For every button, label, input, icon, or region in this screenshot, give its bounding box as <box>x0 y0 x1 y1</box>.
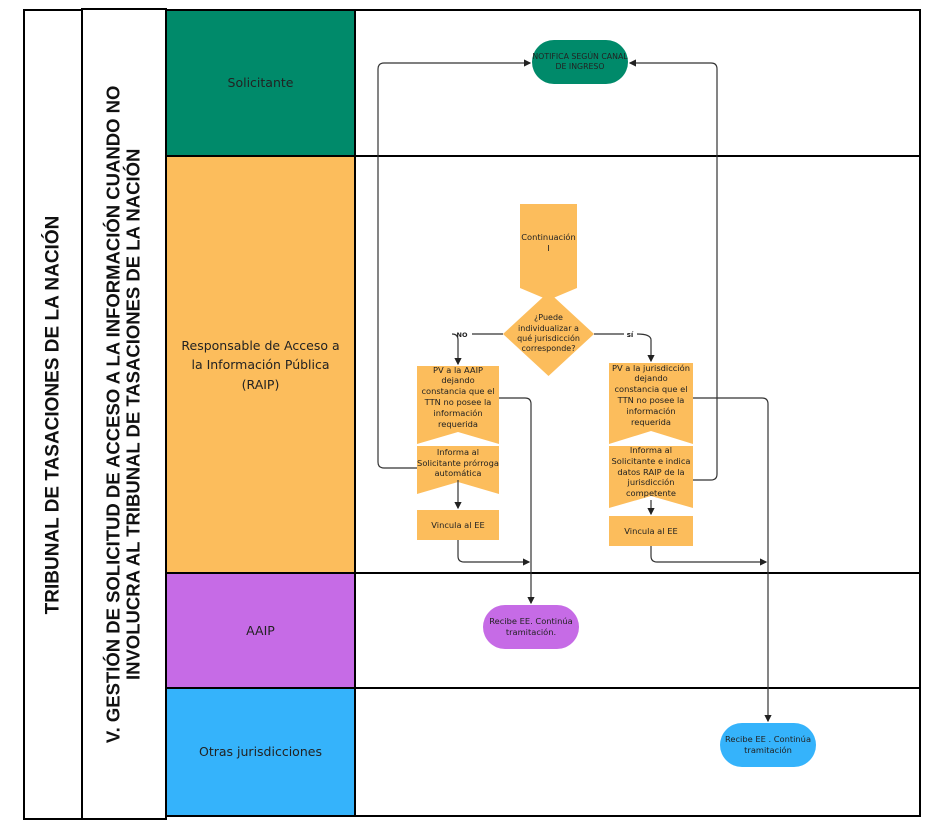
informa-prorroga-shape <box>417 446 499 494</box>
edge-prorroga-notifica <box>377 59 532 469</box>
recibe-otras-shape <box>720 723 816 767</box>
lane-label-raip: Responsable de Acceso a la Información P… <box>181 337 340 392</box>
informa-raip-shape <box>609 446 693 508</box>
node-informa-prorroga-label: Informa al Solicitante prórroga automáti… <box>417 446 499 479</box>
lane-header-raip: Responsable de Acceso a la Información P… <box>165 155 356 575</box>
node-informa-raip-label: Informa al Solicitante e indica datos RA… <box>611 445 691 499</box>
node-continuacion-label: Continuación I <box>521 232 576 253</box>
lane-body-otras <box>354 687 921 817</box>
lane-body-solicitante <box>354 9 921 157</box>
pv-aaip-shape <box>417 366 499 444</box>
node-pv-jurisdiccion: PV a la jurisdicción dejando constancia … <box>611 363 691 427</box>
node-decision-label: ¿Puede individualizar a qué jurisdicción… <box>517 313 580 354</box>
edge-decision-no <box>452 333 503 364</box>
continuacion-shape <box>520 204 577 300</box>
edge-pvaaip-recibe <box>499 397 535 605</box>
lane-label-aaip: AAIP <box>246 623 275 639</box>
node-vincula-left: Vincula al EE <box>417 510 499 540</box>
recibe-aaip-shape <box>483 605 579 649</box>
edge-informaraip-notifica <box>628 59 718 481</box>
node-informa-prorroga: Informa al Solicitante prórroga automáti… <box>417 446 499 480</box>
edge-decision-si <box>594 333 651 361</box>
node-recibe-otras-label: Recibe EE . Continúa tramitación <box>724 734 812 755</box>
edge-vincula-left <box>457 540 531 566</box>
process-title-column: V. GESTIÓN DE SOLICITUD DE ACCESO A LA I… <box>81 8 167 820</box>
node-recibe-aaip: Recibe EE. Continúa tramitación. <box>487 605 575 649</box>
node-informa-raip: Informa al Solicitante e indica datos RA… <box>611 445 691 499</box>
node-pv-aaip-label: PV a la AAIP dejando constancia que el T… <box>421 364 495 429</box>
vincula-left-shape <box>417 510 499 540</box>
node-vincula-left-label: Vincula al EE <box>431 519 485 530</box>
lane-body-aaip <box>354 572 921 690</box>
edge-label-no: NO <box>457 331 468 339</box>
edge-vincula-right <box>650 546 768 566</box>
decision-diamond <box>503 292 594 376</box>
node-recibe-aaip-label: Recibe EE. Continúa tramitación. <box>489 616 573 637</box>
vincula-right-shape <box>609 516 693 546</box>
node-decision: ¿Puede individualizar a qué jurisdicción… <box>510 304 587 364</box>
notifica-shape <box>532 40 628 84</box>
node-continuacion: Continuación I <box>520 226 577 260</box>
lane-label-otras: Otras jurisdicciones <box>199 744 322 760</box>
edge-pvjur-recibe <box>693 397 772 723</box>
lane-header-aaip: AAIP <box>165 572 356 690</box>
node-pv-jurisdiccion-label: PV a la jurisdicción dejando constancia … <box>611 362 690 427</box>
node-vincula-right: Vincula al EE <box>609 516 693 546</box>
node-recibe-otras: Recibe EE . Continúa tramitación <box>724 723 812 767</box>
node-notifica: NOTIFICA SEGÚN CANAL DE INGRESO <box>532 40 628 84</box>
organization-column: TRIBUNAL DE TASACIONES DE LA NACIÓN <box>23 9 83 820</box>
edge-label-si: sí <box>627 331 634 339</box>
node-pv-aaip: PV a la AAIP dejando constancia que el T… <box>419 364 497 429</box>
node-vincula-right-label: Vincula al EE <box>624 525 678 536</box>
pv-jurisdiccion-shape <box>609 363 693 444</box>
node-notifica-label: NOTIFICA SEGÚN CANAL DE INGRESO <box>532 51 628 71</box>
lane-label-solicitante: Solicitante <box>227 75 294 91</box>
